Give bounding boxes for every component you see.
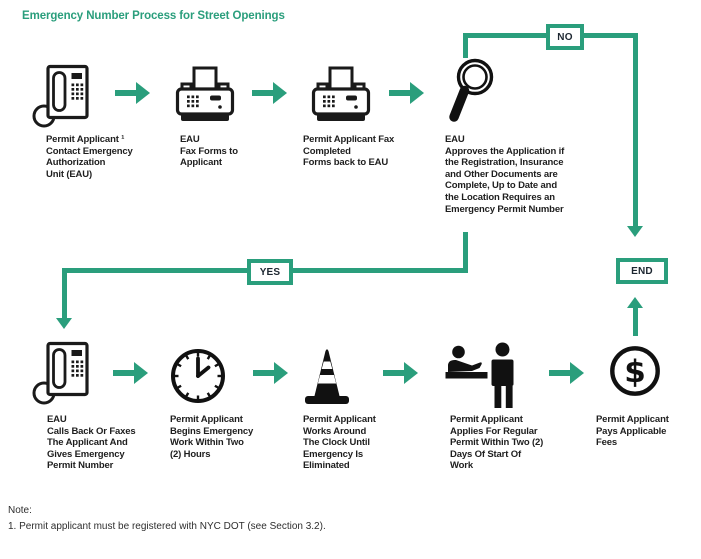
arrowhead-down-icon [627, 226, 643, 237]
desk-phone-icon [32, 64, 89, 128]
flow-arrow-icon [549, 362, 584, 384]
step-label: Permit Applicant Begins Emergency Work W… [170, 414, 254, 460]
flow-arrow-icon [389, 82, 424, 104]
no-connector-stub [463, 36, 468, 58]
step-label: Permit Applicant Pays Applicable Fees [596, 414, 669, 449]
no-box-label: NO [557, 31, 573, 43]
step-label: Permit Applicant Works Around The Clock … [303, 414, 376, 472]
fax-machine-icon [175, 66, 235, 121]
end-connector-vertical [633, 307, 638, 336]
arrowhead-down-icon [56, 318, 72, 329]
clock-icon [171, 349, 225, 403]
page-title: Emergency Number Process for Street Open… [22, 10, 285, 22]
footnote-text: 1. Permit applicant must be registered w… [8, 521, 326, 532]
flow-arrow-icon [252, 82, 287, 104]
step-label: EAU Calls Back Or Faxes The Applicant An… [47, 414, 136, 472]
yes-connector-stub [463, 232, 468, 273]
step-label: EAU Approves the Application if the Regi… [445, 134, 565, 215]
footnote-heading: Note: [8, 505, 32, 516]
flow-arrow-icon [383, 362, 418, 384]
step-label: Permit Applicant Applies For Regular Per… [450, 414, 544, 472]
yes-connector-vertical [62, 268, 67, 319]
end-box-label: END [631, 265, 653, 277]
step-label: Permit Applicant Fax Completed Forms bac… [303, 134, 395, 169]
footnote: Note: 1. Permit applicant must be regist… [8, 503, 326, 535]
flow-arrow-icon [253, 362, 288, 384]
flow-arrow-icon [115, 82, 150, 104]
step-label: Permit Applicant ¹ Contact Emergency Aut… [46, 134, 133, 180]
end-box: END [616, 258, 668, 284]
traffic-cone-icon [305, 349, 349, 404]
svg-text:$: $ [624, 354, 646, 390]
fax-machine-icon [311, 66, 371, 121]
step-label: EAU Fax Forms to Applicant [180, 134, 238, 169]
yes-box: YES [247, 259, 293, 285]
flow-arrow-icon [113, 362, 148, 384]
magnifier-icon [449, 58, 494, 122]
no-box: NO [546, 24, 584, 50]
no-connector-vertical [633, 33, 638, 227]
desk-phone-icon [32, 341, 89, 405]
arrowhead-up-icon [627, 297, 643, 308]
counter-people-icon [445, 342, 514, 408]
dollar-icon: $ [610, 346, 660, 396]
yes-box-label: YES [259, 266, 281, 278]
